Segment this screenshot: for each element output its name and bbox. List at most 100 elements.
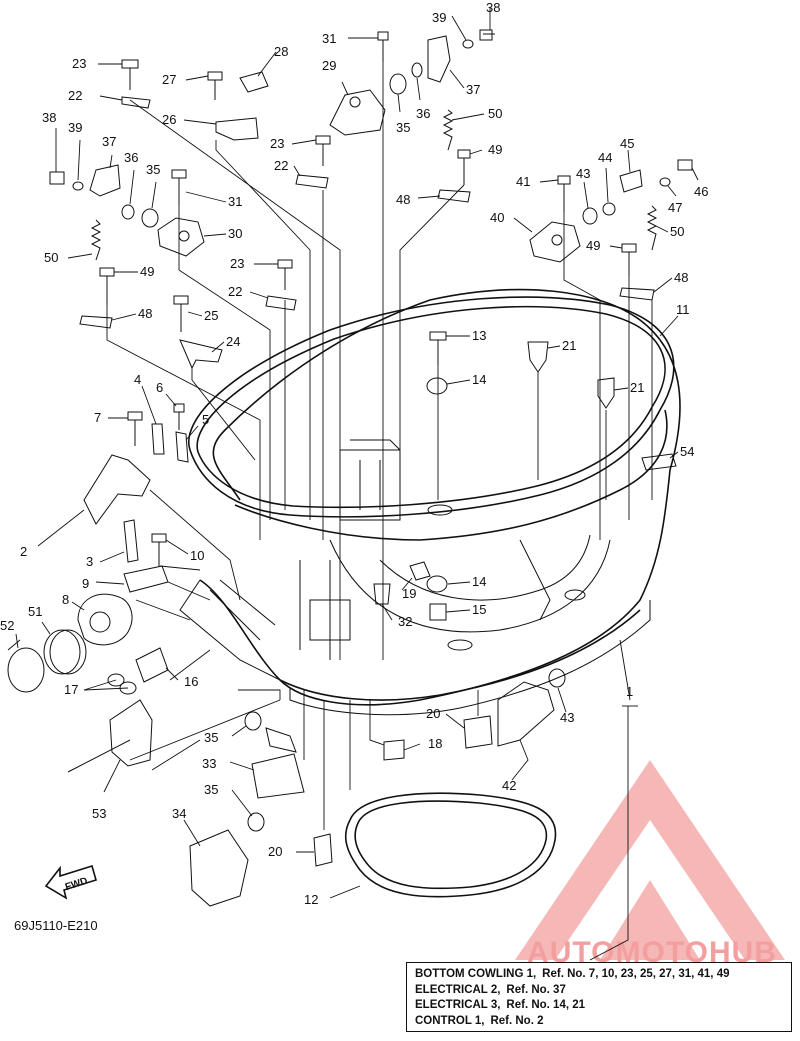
callout-51: 51 bbox=[28, 604, 42, 619]
clip-5 bbox=[175, 431, 189, 463]
grommet-35-lower bbox=[244, 711, 262, 731]
callout-20-b: 20 bbox=[268, 844, 282, 859]
callout-6: 6 bbox=[156, 380, 163, 395]
holder-30 bbox=[157, 217, 205, 257]
bolt-31-top bbox=[377, 31, 389, 62]
grommet-18 bbox=[383, 739, 405, 761]
callout-leaders bbox=[15, 8, 699, 899]
legend-row: BOTTOM COWLING 1,Ref. No. 7, 10, 23, 25,… bbox=[415, 967, 783, 983]
legend-name: CONTROL 1, bbox=[415, 1014, 485, 1027]
small-parts bbox=[7, 29, 693, 907]
bolt-41 bbox=[557, 175, 571, 212]
bracket-24 bbox=[179, 339, 223, 370]
callout-21-b: 21 bbox=[630, 380, 644, 395]
callout-36-left: 36 bbox=[124, 150, 138, 165]
callout-35-lower: 35 bbox=[204, 730, 218, 745]
legend-name: ELECTRICAL 3, bbox=[415, 999, 501, 1011]
collar-36-left bbox=[121, 204, 135, 220]
clamp-28 bbox=[239, 71, 269, 93]
legend-row: ELECTRICAL 3,Ref. No. 14, 21 bbox=[415, 998, 783, 1014]
callout-31-left: 31 bbox=[228, 194, 242, 209]
grommet-14-b bbox=[426, 575, 448, 593]
bottom-cowling bbox=[179, 288, 681, 716]
fastener-21-b bbox=[597, 377, 615, 409]
callout-33: 33 bbox=[202, 756, 216, 771]
holder-29 bbox=[329, 89, 386, 136]
callout-49-top: 49 bbox=[488, 142, 502, 157]
fastener-21-a bbox=[527, 341, 549, 373]
callout-35-top: 35 bbox=[396, 120, 410, 135]
screw-38-top bbox=[479, 29, 495, 41]
grommet-43-low bbox=[548, 668, 566, 688]
callout-31-top: 31 bbox=[322, 31, 336, 46]
bolt-49-left bbox=[99, 267, 115, 305]
watermark-logo: AUTOMOTOHUB bbox=[515, 760, 785, 969]
callout-30: 30 bbox=[228, 226, 242, 241]
callout-39-left: 39 bbox=[68, 120, 82, 135]
legend-row: ELECTRICAL 2,Ref. No. 37 bbox=[415, 983, 783, 999]
washer-39-top bbox=[462, 39, 474, 49]
callout-13: 13 bbox=[472, 328, 486, 343]
seal-11 bbox=[187, 296, 675, 518]
callout-49-right: 49 bbox=[586, 238, 600, 253]
bolt-23-low bbox=[277, 259, 293, 290]
damper-20-a bbox=[463, 715, 493, 749]
callout-49-left: 49 bbox=[140, 264, 154, 279]
bracket-37-left bbox=[89, 164, 121, 197]
bolt-49-right bbox=[621, 243, 637, 276]
callout-3: 3 bbox=[86, 554, 93, 569]
callout-50-right: 50 bbox=[670, 224, 684, 239]
legend-row: CONTROL 1, Ref. No. 2 bbox=[415, 1014, 783, 1030]
clip-22-low bbox=[265, 295, 297, 311]
clip-48-right bbox=[619, 287, 655, 301]
reference-legend: BOTTOM COWLING 1,Ref. No. 7, 10, 23, 25,… bbox=[406, 962, 792, 1032]
bolt-49-top bbox=[457, 149, 471, 185]
callout-17: 17 bbox=[64, 682, 78, 697]
bracket-9 bbox=[123, 565, 169, 593]
clamp-52 bbox=[7, 639, 45, 693]
clip-22-mid bbox=[295, 174, 329, 189]
washer-39-left bbox=[72, 181, 84, 191]
guide-lines bbox=[106, 62, 653, 961]
bolt-13 bbox=[429, 331, 447, 365]
callout-38-top: 38 bbox=[486, 0, 500, 15]
callout-labels: 38 39 31 37 29 36 35 50 49 48 23 28 27 2… bbox=[0, 0, 708, 907]
callout-15: 15 bbox=[472, 602, 486, 617]
callout-18: 18 bbox=[428, 736, 442, 751]
grommet-35-top bbox=[389, 73, 407, 95]
legend-ref: Ref. No. 2 bbox=[490, 1014, 544, 1027]
lever-2 bbox=[83, 454, 151, 525]
screw-46 bbox=[677, 159, 693, 171]
callout-44: 44 bbox=[598, 150, 612, 165]
callout-23-low: 23 bbox=[230, 256, 244, 271]
grommet-43-top bbox=[582, 207, 598, 225]
callout-20-a: 20 bbox=[426, 706, 440, 721]
callout-23-mid: 23 bbox=[270, 136, 284, 151]
bracket-26 bbox=[215, 117, 259, 141]
callout-52: 52 bbox=[0, 618, 14, 633]
callout-35-bottom: 35 bbox=[204, 782, 218, 797]
callout-28: 28 bbox=[274, 44, 288, 59]
callout-10: 10 bbox=[190, 548, 204, 563]
holder-53 bbox=[67, 699, 153, 773]
callout-42: 42 bbox=[502, 778, 516, 793]
screw-6 bbox=[173, 403, 185, 430]
callout-11: 11 bbox=[676, 302, 690, 317]
washer-47 bbox=[659, 177, 671, 187]
callout-40: 40 bbox=[490, 210, 504, 225]
callout-32: 32 bbox=[398, 614, 412, 629]
callout-19: 19 bbox=[402, 586, 416, 601]
holder-40 bbox=[529, 221, 581, 263]
seal-12 bbox=[344, 792, 557, 898]
bracket-42 bbox=[497, 681, 555, 747]
callout-50-top: 50 bbox=[488, 106, 502, 121]
callout-29: 29 bbox=[322, 58, 336, 73]
callout-16: 16 bbox=[184, 674, 198, 689]
callout-14-a: 14 bbox=[472, 372, 486, 387]
callout-8: 8 bbox=[62, 592, 69, 607]
callout-54: 54 bbox=[680, 444, 694, 459]
bolt-25 bbox=[173, 295, 189, 332]
callout-14-b: 14 bbox=[472, 574, 486, 589]
grommet-35-bottom bbox=[247, 812, 265, 832]
